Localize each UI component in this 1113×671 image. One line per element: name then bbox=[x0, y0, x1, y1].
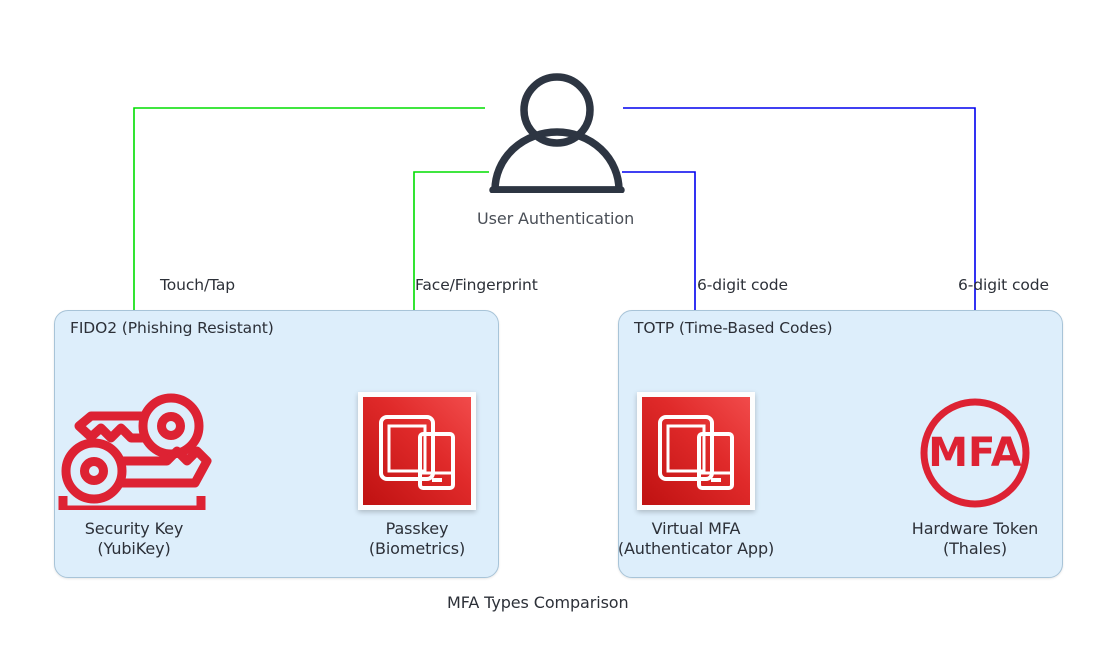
diagram-caption: MFA Types Comparison bbox=[447, 593, 629, 612]
node-security-key-label: Security Key (YubiKey) bbox=[84, 519, 184, 558]
node-passkey-label: Passkey (Biometrics) bbox=[368, 519, 466, 558]
node-security-key[interactable]: Security Key (YubiKey) bbox=[24, 392, 244, 559]
node-hardware-token[interactable]: MFA Hardware Token (Thales) bbox=[865, 396, 1085, 559]
connector-code-hardware-token bbox=[623, 107, 986, 339]
edge-label-face-fingerprint: Face/Fingerprint bbox=[415, 276, 538, 294]
edge-label-code-hardware-token: 6-digit code bbox=[958, 276, 1049, 294]
keys-icon bbox=[49, 392, 219, 515]
devices-tile-icon bbox=[637, 392, 755, 510]
group-totp-title: TOTP (Time-Based Codes) bbox=[634, 319, 833, 337]
person-icon bbox=[487, 68, 627, 194]
edge-label-code-virtual-mfa: 6-digit code bbox=[697, 276, 788, 294]
edge-label-touch-tap: Touch/Tap bbox=[160, 276, 236, 294]
node-virtual-mfa[interactable]: Virtual MFA (Authenticator App) bbox=[586, 392, 806, 559]
person-label: User Authentication bbox=[477, 209, 635, 228]
mfa-circle-icon: MFA bbox=[915, 396, 1035, 510]
group-fido2-title: FIDO2 (Phishing Resistant) bbox=[70, 319, 274, 337]
node-hardware-token-label: Hardware Token (Thales) bbox=[911, 519, 1039, 558]
node-passkey[interactable]: Passkey (Biometrics) bbox=[307, 392, 527, 559]
svg-text:MFA: MFA bbox=[928, 430, 1022, 476]
devices-tile-icon bbox=[358, 392, 476, 510]
node-virtual-mfa-label: Virtual MFA (Authenticator App) bbox=[617, 519, 775, 558]
